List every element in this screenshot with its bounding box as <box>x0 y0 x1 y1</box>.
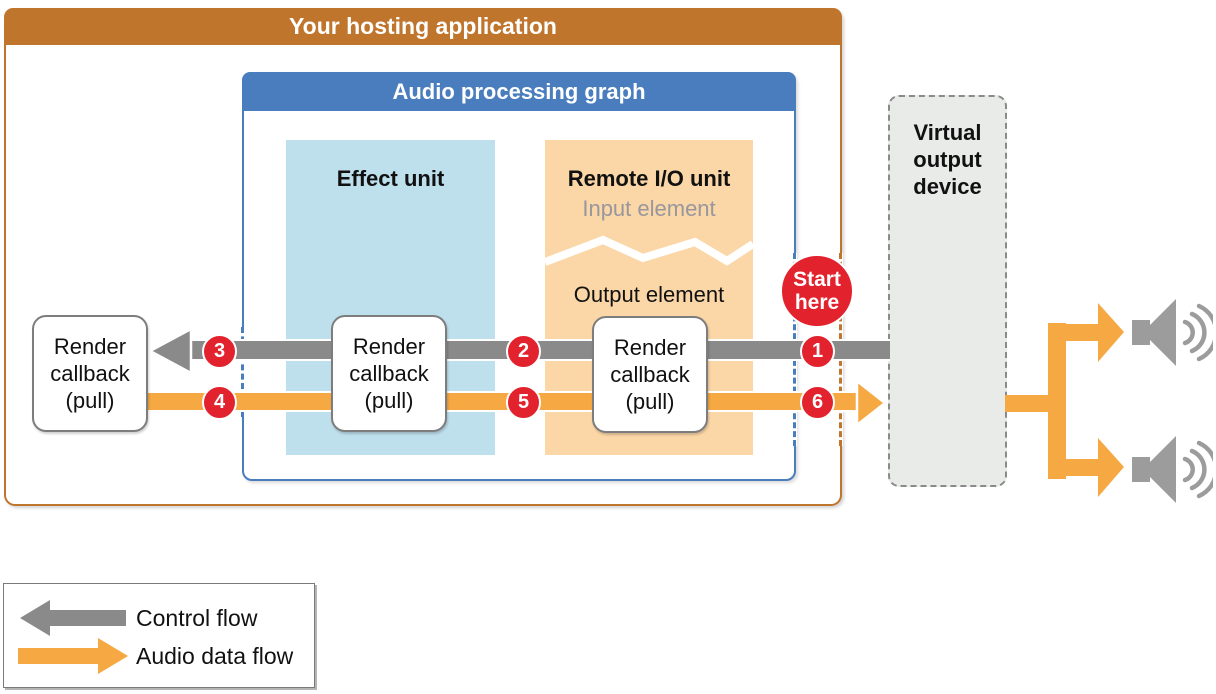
render-callback-box-left: Render callback (pull) <box>32 315 148 432</box>
effect-unit-title: Effect unit <box>336 166 445 191</box>
callback-line3: (pull) <box>65 388 115 413</box>
step-circle-2: 2 <box>506 334 541 369</box>
callback-line1: Render <box>53 334 127 359</box>
start-here-line1: Start <box>793 268 841 291</box>
audio-data-flow-legend-arrow-icon <box>18 638 128 674</box>
control-flow-arrowhead-icon <box>147 326 193 376</box>
start-here-line2: here <box>794 291 840 314</box>
callback-line2: callback <box>50 361 130 386</box>
audio-flow-arrowhead-icon <box>855 378 888 428</box>
audio-data-flow-bar <box>147 391 858 412</box>
virtual-output-device-line2: output <box>913 147 982 172</box>
remote-io-unit-title: Remote I/O unit <box>567 166 731 191</box>
speaker-bottom-icon <box>1132 436 1213 503</box>
callback-line1: Render <box>613 335 687 360</box>
input-element-label: Input element <box>582 196 716 221</box>
legend-box: Control flow Audio data flow <box>3 583 315 688</box>
torn-edge-zigzag <box>545 235 753 266</box>
callback-line1: Render <box>352 334 426 359</box>
hosting-application-header: Your hosting application <box>4 8 842 45</box>
dashed-line <box>240 327 244 417</box>
step-circle-1: 1 <box>800 334 835 369</box>
start-here-badge: Start here <box>780 254 854 328</box>
hosting-application-title: Your hosting application <box>289 13 557 39</box>
control-flow-label: Control flow <box>136 605 258 631</box>
output-element-label: Output element <box>573 282 725 307</box>
virtual-output-device-line1: Virtual <box>913 120 982 145</box>
audio-processing-graph-title: Audio processing graph <box>392 78 646 104</box>
callback-line2: callback <box>349 361 429 386</box>
speaker-top-icon <box>1132 299 1213 366</box>
render-callback-box-effect: Render callback (pull) <box>331 315 447 432</box>
render-callback-box-remote-io: Render callback (pull) <box>592 316 708 433</box>
graph-left-border-dashed-segment <box>240 327 245 417</box>
callback-line3: (pull) <box>625 389 675 414</box>
control-flow-legend-arrow-icon <box>20 600 126 636</box>
step-circle-4: 4 <box>202 385 237 420</box>
callback-line2: callback <box>610 362 690 387</box>
virtual-output-device-label: Virtual output device <box>888 119 1007 200</box>
virtual-output-device-box <box>888 95 1007 487</box>
virtual-output-device-line3: device <box>913 174 982 199</box>
audio-data-flow-label: Audio data flow <box>136 643 294 669</box>
callback-line3: (pull) <box>364 388 414 413</box>
step-circle-5: 5 <box>506 385 541 420</box>
step-circle-3: 3 <box>202 334 237 369</box>
audio-output-branch <box>1005 303 1124 497</box>
step-circle-6: 6 <box>800 385 835 420</box>
audio-processing-graph-header: Audio processing graph <box>242 72 796 111</box>
